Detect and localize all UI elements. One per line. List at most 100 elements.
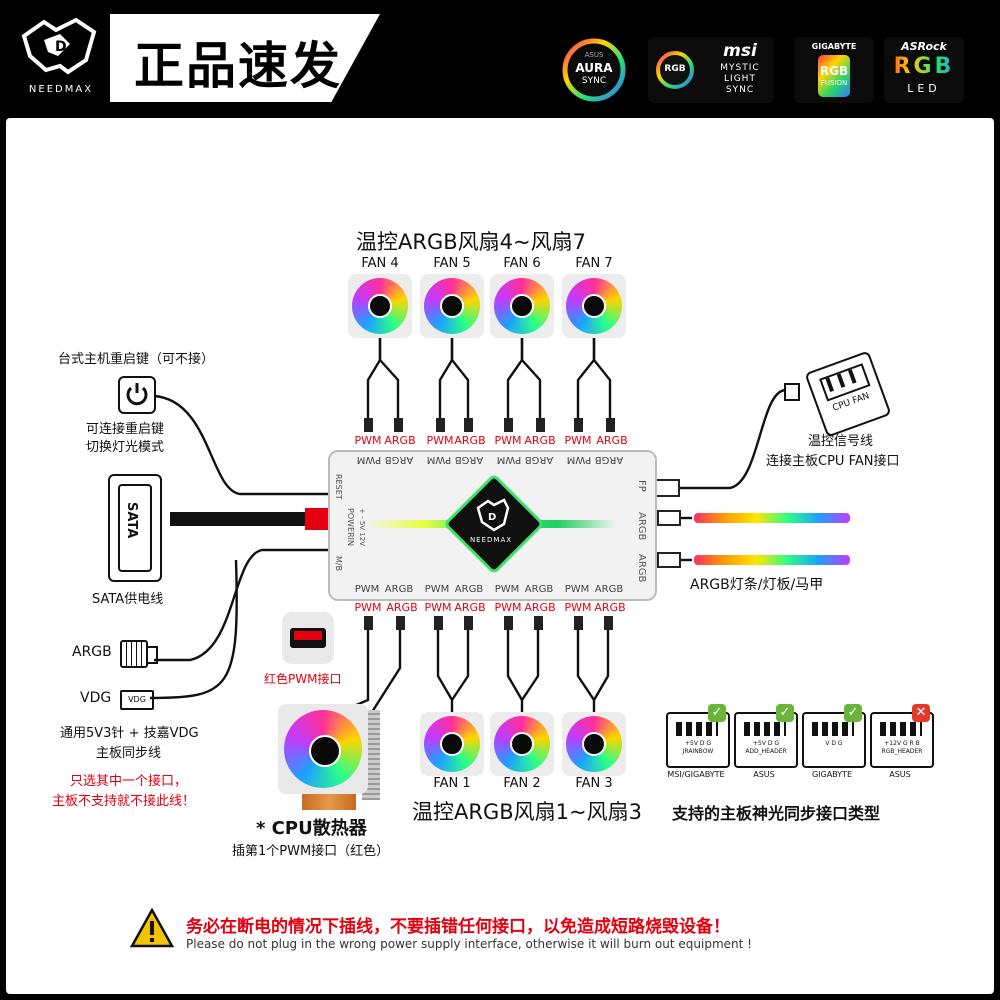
reset-title: 台式主机重启键（可不接）	[58, 352, 215, 367]
sata-connector-label: SATA	[124, 502, 139, 539]
hub-top-port: PWM	[496, 454, 522, 465]
sata-plug-red	[305, 508, 329, 530]
hub-bottom-port: ARGB	[524, 584, 554, 595]
argb-sync-wire	[154, 548, 330, 662]
sync-note-line1: 通用5V3针 + 技嘉VDG	[60, 726, 199, 741]
top-plug-label: ARGB	[596, 434, 628, 447]
top-plug-label: PWM	[564, 434, 592, 447]
cpu-port-label: 红色PWM接口	[264, 672, 342, 686]
top-plug-label: ARGB	[524, 434, 556, 447]
fan5-pwm-wire	[438, 338, 454, 422]
asus-brand: ASUS	[584, 51, 604, 59]
check-icon: ✓	[708, 704, 726, 722]
cpu-cooler	[276, 702, 386, 812]
hub-logo-text: NEEDMAX	[469, 536, 513, 544]
cpu-cooler-title: * CPU散热器	[256, 818, 367, 839]
cpu-fan-signal-wire	[655, 388, 787, 490]
fan6-argb-wire	[520, 338, 542, 422]
header-type-name: ASUS	[889, 770, 911, 779]
fusion-rgb-text: RGB	[819, 64, 849, 78]
bottom-plug-label: ARGB	[594, 601, 626, 614]
hub-top-port: ARGB	[384, 454, 414, 465]
fan7-label: FAN 7	[575, 256, 613, 271]
sync-note-line2: 主板同步线	[96, 746, 162, 761]
hub-logo-icon: D	[476, 498, 510, 532]
header-pin-block	[744, 722, 786, 736]
reset-button-icon	[118, 376, 156, 414]
hub-bottom-port: ARGB	[384, 584, 414, 595]
fan5-label: FAN 5	[433, 256, 471, 271]
fan-3	[562, 712, 626, 776]
warn-note-line1: 只选其中一个接口，	[70, 774, 188, 789]
top-plug-label: PWM	[354, 434, 382, 447]
cooler-heatpipes	[302, 794, 356, 810]
argb-sync-plug-icon	[120, 640, 148, 668]
header-type-name: GIGABYTE	[811, 770, 853, 779]
warn-note-line2: 主板不支持就不接此线！	[52, 794, 196, 809]
bottom-plug-label: PWM	[354, 601, 382, 614]
bottom-group-title: 温控ARGB风扇1~风扇3	[412, 800, 642, 824]
header-type-name: ASUS	[753, 770, 775, 779]
vdg-sync-wire	[149, 559, 238, 700]
fan-2	[490, 712, 554, 776]
fan-7	[562, 274, 626, 338]
cpu-pwm-wire	[339, 628, 370, 714]
fan2-label: FAN 2	[503, 776, 541, 791]
header-type-card: +5V D G ADD_HEADER	[734, 712, 798, 768]
aura-text: AURA	[575, 61, 613, 75]
signal-line1: 温控信号线	[808, 434, 874, 449]
hub-fp-port: FP	[636, 480, 647, 492]
msi-rgb-ring-icon	[656, 51, 694, 89]
light-text: LIGHT	[724, 74, 756, 84]
hub-bottom-port: PWM	[494, 584, 520, 595]
brand-logo-icon: D	[21, 17, 97, 75]
bottom-plug-label: ARGB	[386, 601, 418, 614]
warning-triangle-icon	[130, 908, 174, 948]
top-plug-label: PWM	[426, 434, 454, 447]
fan-6	[490, 274, 554, 338]
header-pin-text: +5V D G ADD_HEADER	[745, 740, 787, 755]
header-title-panel	[110, 14, 380, 102]
cross-icon: ✕	[912, 704, 930, 722]
hub-bottom-port: PWM	[564, 584, 590, 595]
msi-sync-text: SYNC	[725, 85, 755, 95]
sync-text: SYNC	[581, 76, 607, 86]
argb-sync-label: ARGB	[72, 644, 112, 660]
asus-aura-sync-logo: ASUS AURA SYNC	[560, 37, 628, 103]
fan-5	[420, 274, 484, 338]
fan6-label: FAN 6	[503, 256, 541, 271]
fan-hub	[582, 294, 606, 318]
hub-argb-port-1: ARGB	[636, 512, 647, 541]
bottom-plug-label: PWM	[424, 601, 452, 614]
fan1-label: FAN 1	[433, 776, 471, 791]
header-types-title: 支持的主板神光同步接口类型	[672, 804, 881, 823]
header-pin-text: V D G	[825, 740, 843, 747]
fan2-pwm-wire	[506, 628, 524, 712]
vdg-plug-icon: VDG	[120, 690, 154, 710]
fan-1	[420, 712, 484, 776]
msi-rgb-badge: RGB	[664, 64, 686, 74]
argb-strip-1	[694, 513, 850, 523]
check-icon: ✓	[776, 704, 794, 722]
svg-text:D: D	[488, 512, 496, 523]
gigabyte-rgb-fusion-logo: GIGABYTE RGB FUSION	[794, 37, 874, 103]
fan-hub	[368, 294, 392, 318]
header-pin-text: +5V D G JRAINBOW	[682, 740, 714, 755]
fan-hub	[440, 294, 464, 318]
asrock-brand: ASRock	[901, 40, 947, 53]
fan-hub	[510, 732, 534, 756]
fan4-label: FAN 4	[361, 256, 399, 271]
top-plug-label: PWM	[494, 434, 522, 447]
hub-glow-right	[500, 520, 616, 528]
fan1-argb-wire	[451, 628, 470, 701]
warning-en: Please do not plug in the wrong power su…	[186, 937, 752, 951]
svg-text:D: D	[55, 39, 67, 55]
argb-strip-2	[694, 555, 850, 565]
header-type-name: MSI/GIGABYTE	[667, 770, 725, 779]
fan6-pwm-wire	[506, 338, 524, 422]
header-pin-block	[812, 722, 854, 736]
vdg-sync-label: VDG	[80, 690, 112, 706]
fan5-argb-wire	[450, 338, 470, 422]
fan7-pwm-wire	[576, 338, 596, 422]
